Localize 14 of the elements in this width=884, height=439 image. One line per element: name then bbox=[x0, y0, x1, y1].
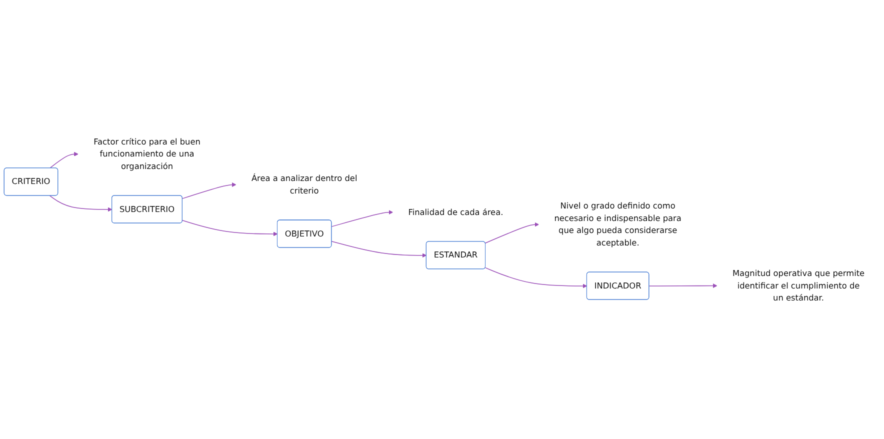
arrow bbox=[331, 240, 427, 258]
node-text: Finalidad de cada área. bbox=[408, 206, 504, 216]
node-text: Factor crítico para el buen funcionamiento de una organización bbox=[94, 136, 200, 171]
arrow bbox=[331, 210, 394, 227]
arrow bbox=[484, 266, 588, 288]
node-text: Área a analizar dentro del criterio bbox=[251, 173, 358, 196]
arrow bbox=[484, 222, 540, 244]
arrow bbox=[49, 194, 112, 212]
node-text: Magnitud operativa que permite identificar el cumplimiento de un estándar. bbox=[732, 268, 865, 302]
arrow bbox=[182, 220, 278, 236]
arrow bbox=[182, 182, 236, 198]
arrow bbox=[49, 151, 78, 168]
arrow bbox=[648, 283, 718, 288]
node-text: Nivel o grado definido como necesario e indispensable para que algo pueda considerarse aceptable. bbox=[554, 200, 682, 248]
